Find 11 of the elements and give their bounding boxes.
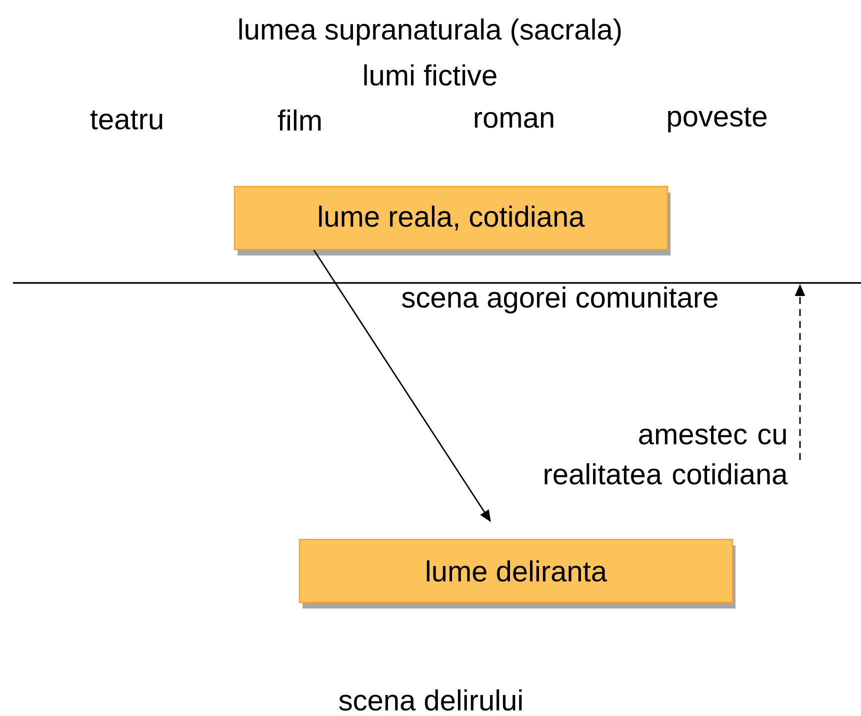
- text-label: lumi fictive: [364, 64, 496, 86]
- process-box: lume reala, cotidiana: [234, 186, 670, 256]
- text-label: scena agorei comunitare: [402, 286, 718, 314]
- text-label: poveste: [668, 108, 766, 132]
- process-box: lume deliranta: [298, 538, 736, 608]
- edge-label: amestec cu realitatea cotidiana: [544, 425, 788, 484]
- text-label: teatru: [90, 110, 162, 130]
- text-label: film: [278, 109, 321, 130]
- text-label: lumea supranaturala (sacrala): [239, 18, 621, 46]
- text-label: scena delirului: [339, 689, 522, 711]
- text-label: roman: [474, 112, 554, 128]
